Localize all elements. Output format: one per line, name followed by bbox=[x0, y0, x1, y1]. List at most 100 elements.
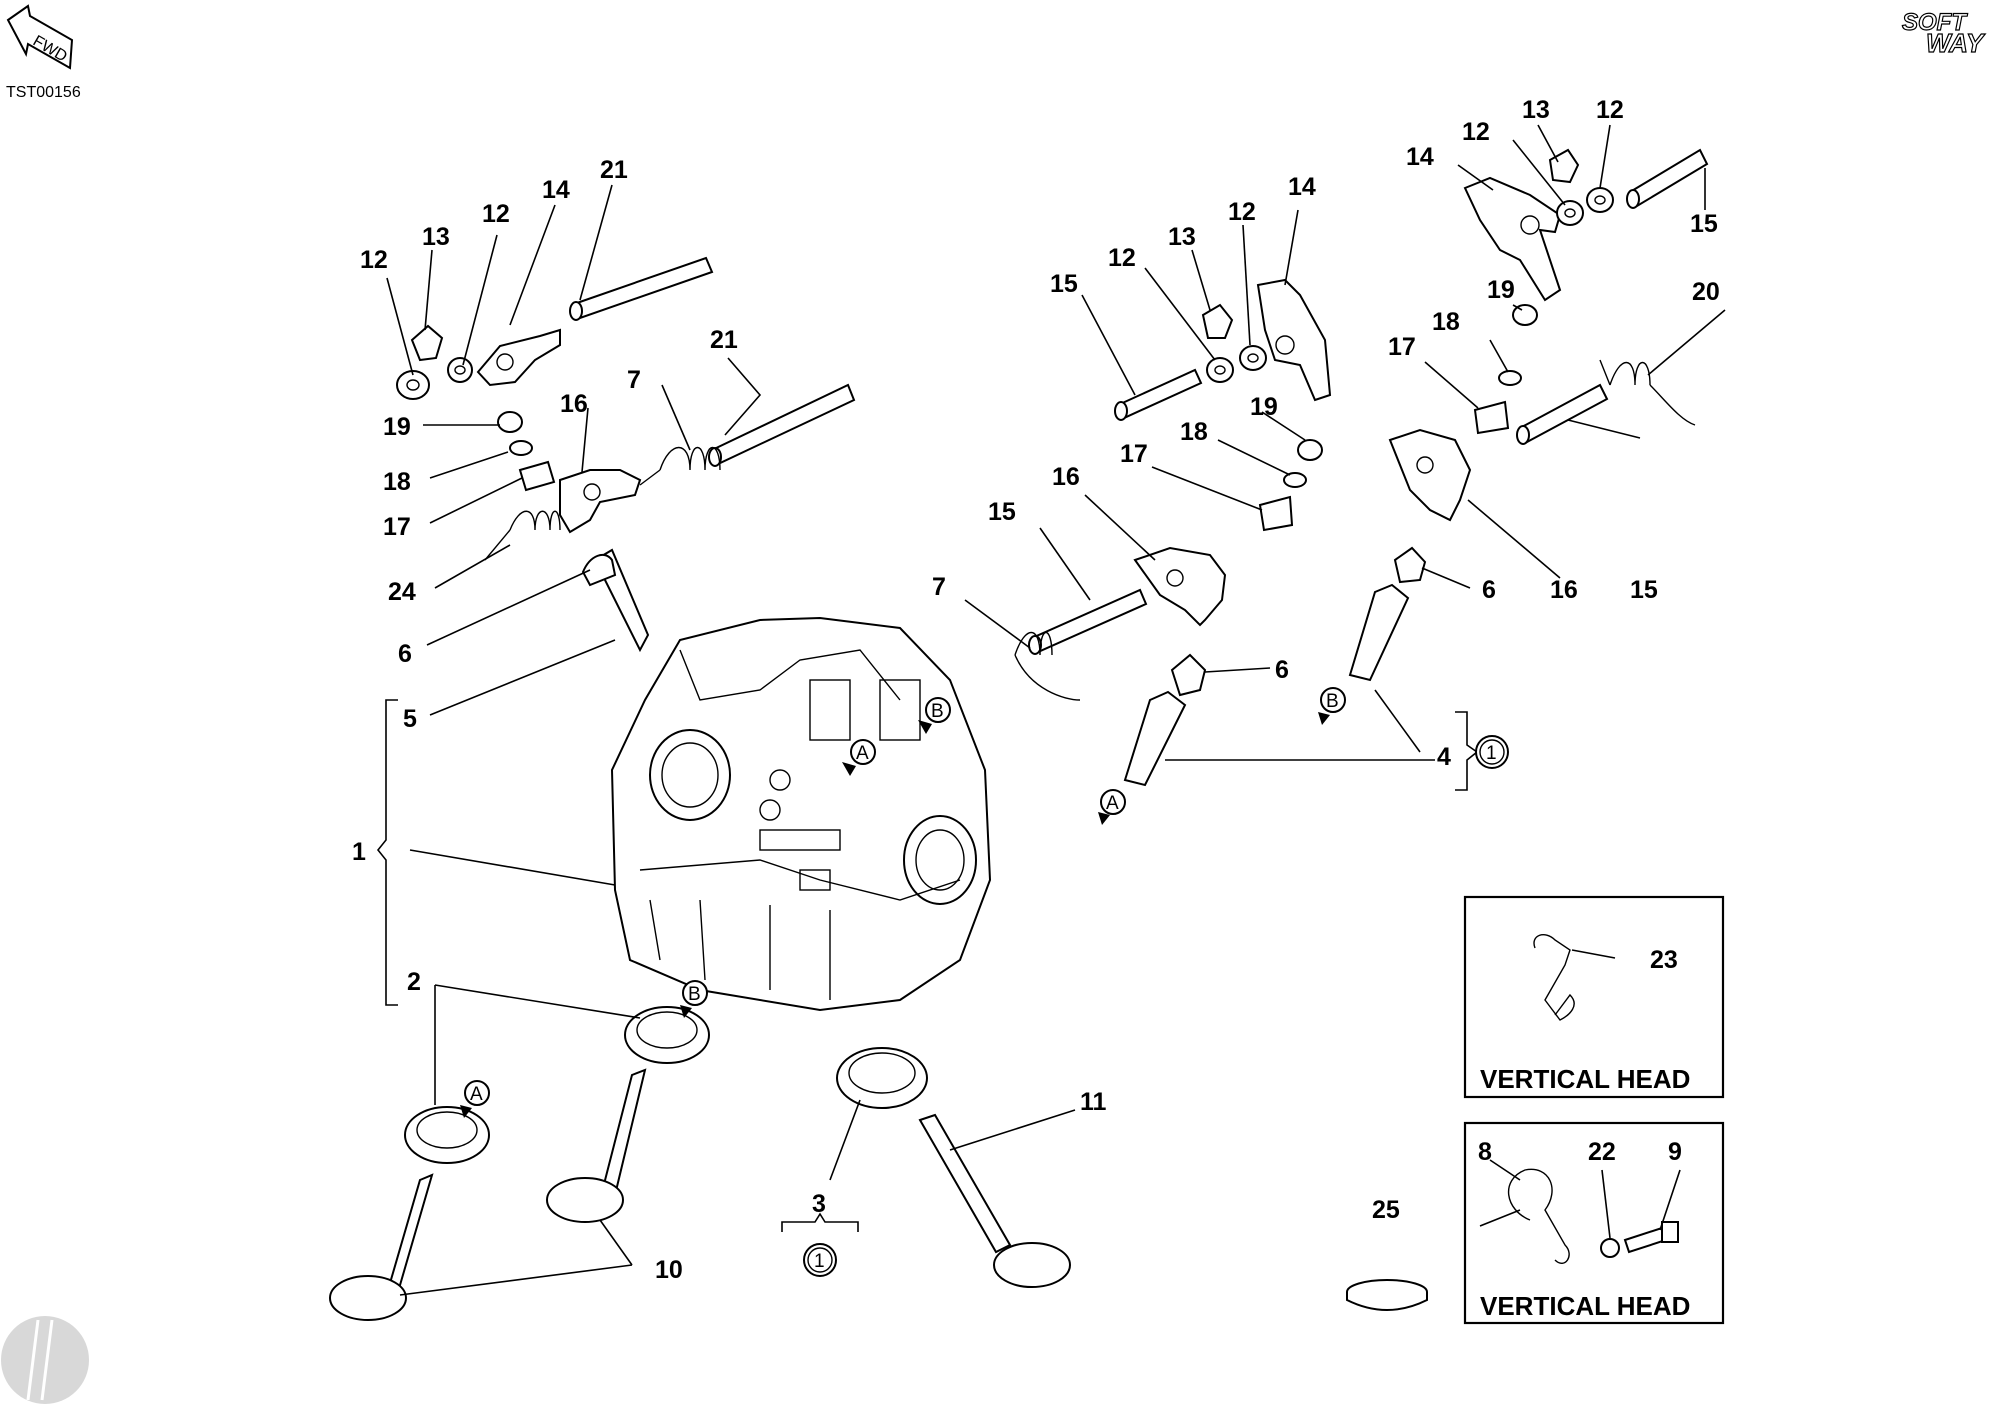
callout-13-right: 13 bbox=[1522, 96, 1550, 124]
callout-16-right: 16 bbox=[1550, 576, 1578, 604]
left-rocker-upper bbox=[476, 328, 561, 387]
mid-ring-18 bbox=[1283, 472, 1307, 488]
callout-12-mid-a: 12 bbox=[1108, 244, 1136, 272]
detail-box-lower: VERTICAL HEAD bbox=[1463, 1121, 1725, 1325]
callout-8: 8 bbox=[1478, 1138, 1492, 1166]
detail-box-upper-label: VERTICAL HEAD bbox=[1480, 1064, 1690, 1094]
mid-shaft-15 bbox=[1114, 368, 1203, 421]
callout-17-left: 17 bbox=[383, 513, 411, 541]
valve-11 bbox=[918, 1113, 1071, 1288]
right-collet-19 bbox=[1512, 304, 1538, 326]
group-ref-3: 1 bbox=[803, 1243, 837, 1277]
leader-lines bbox=[386, 124, 1726, 1296]
hatched-disc-icon bbox=[1, 1316, 89, 1404]
detail-box-lower-label: VERTICAL HEAD bbox=[1480, 1291, 1690, 1321]
left-collet-19 bbox=[497, 411, 523, 433]
callout-25: 25 bbox=[1372, 1196, 1400, 1224]
callout-12-right-a: 12 bbox=[1462, 118, 1490, 146]
callout-11: 11 bbox=[1080, 1088, 1107, 1116]
mid-rocker-14 bbox=[1256, 278, 1332, 402]
right-spring-20 bbox=[1599, 359, 1696, 426]
callout-4: 4 bbox=[1437, 743, 1451, 771]
logo-line-way: WAY bbox=[1926, 28, 1986, 58]
ref-mark-a-seat: A bbox=[460, 1080, 490, 1118]
callout-16-mid: 16 bbox=[1052, 463, 1080, 491]
mid-bush-13 bbox=[1201, 303, 1234, 339]
mid-seal-6 bbox=[1170, 653, 1207, 697]
callout-12-right-b: 12 bbox=[1596, 96, 1624, 124]
callout-14-right: 14 bbox=[1406, 143, 1434, 171]
callout-19-right: 19 bbox=[1487, 276, 1515, 304]
ref-mark-a-mid: A bbox=[1098, 789, 1126, 825]
right-ring-18 bbox=[1498, 370, 1522, 386]
callout-22: 22 bbox=[1588, 1138, 1616, 1166]
ref-mark-b: B bbox=[918, 697, 951, 734]
right-cap-17 bbox=[1473, 400, 1510, 435]
left-shim-12a bbox=[396, 370, 430, 400]
detail-box-upper: VERTICAL HEAD bbox=[1463, 895, 1725, 1099]
bracket-group-3 bbox=[781, 1212, 859, 1232]
callouts: 1 5 2 10 3 11 25 4 23 8 22 9 12 13 12 14… bbox=[352, 96, 1720, 1284]
fwd-arrow-icon: FWD bbox=[6, 4, 74, 70]
mid-spring-7 bbox=[1014, 632, 1081, 701]
callout-3: 3 bbox=[812, 1190, 826, 1218]
svg-text:A: A bbox=[856, 743, 869, 764]
bracket-group-1 bbox=[376, 699, 398, 1006]
callout-21-upper: 21 bbox=[600, 156, 628, 184]
svg-text:B: B bbox=[688, 984, 701, 1005]
svg-text:A: A bbox=[1106, 793, 1119, 814]
valve-seat-3 bbox=[836, 1047, 928, 1109]
mid-shaft-15b bbox=[1028, 588, 1148, 655]
callout-6-right: 6 bbox=[1482, 576, 1496, 604]
callout-12-mid-b: 12 bbox=[1228, 198, 1256, 226]
callout-9: 9 bbox=[1668, 1138, 1682, 1166]
callout-16-left: 16 bbox=[560, 390, 588, 418]
right-shim-12a bbox=[1556, 200, 1584, 226]
svg-text:B: B bbox=[931, 701, 944, 722]
valve-10-right bbox=[546, 1068, 647, 1223]
callout-20-right: 20 bbox=[1692, 278, 1720, 306]
callout-13-mid: 13 bbox=[1168, 223, 1196, 251]
ref-mark-a: A bbox=[842, 739, 876, 776]
softway-logo: SOFT WAY bbox=[1901, 8, 1986, 58]
left-shaft-upper bbox=[569, 256, 714, 321]
left-ring-18 bbox=[509, 440, 533, 456]
svg-text:B: B bbox=[1326, 691, 1339, 712]
callout-7-mid: 7 bbox=[932, 573, 946, 601]
right-rocker-16 bbox=[1388, 428, 1472, 522]
left-cap-17 bbox=[518, 460, 556, 492]
cylinder-head bbox=[610, 616, 992, 1012]
callout-14-left: 14 bbox=[542, 176, 570, 204]
callout-13-left: 13 bbox=[422, 223, 450, 251]
left-shaft-lower bbox=[708, 383, 856, 467]
valve-seat-a bbox=[404, 1106, 490, 1164]
right-valve-guide bbox=[1348, 583, 1410, 682]
valve-seat-b bbox=[624, 1006, 710, 1064]
callout-15-mid-b: 15 bbox=[988, 498, 1016, 526]
callout-15-mid: 15 bbox=[1050, 270, 1078, 298]
left-spring-24 bbox=[484, 510, 561, 561]
svg-text:1: 1 bbox=[814, 1251, 825, 1272]
mid-collet-19 bbox=[1297, 439, 1323, 461]
svg-text:A: A bbox=[470, 1084, 483, 1105]
callout-10: 10 bbox=[655, 1256, 683, 1284]
left-bush-13 bbox=[410, 324, 444, 362]
callout-1: 1 bbox=[352, 838, 366, 866]
callout-17-right: 17 bbox=[1388, 333, 1416, 361]
callout-18-right: 18 bbox=[1432, 308, 1460, 336]
callout-15-right-b: 15 bbox=[1630, 576, 1658, 604]
left-spring-7 bbox=[639, 446, 721, 486]
callout-6-mid: 6 bbox=[1275, 656, 1289, 684]
mid-shim-12b bbox=[1239, 345, 1267, 371]
valve-10-left bbox=[329, 1173, 434, 1321]
left-shim-12b bbox=[447, 357, 473, 383]
left-rocker-lower bbox=[559, 469, 642, 534]
callout-7-left: 7 bbox=[627, 366, 641, 394]
left-valve-guide bbox=[581, 548, 650, 653]
drawing-code: TST00156 bbox=[6, 84, 81, 101]
ref-mark-b-seat: B bbox=[680, 980, 708, 1018]
callout-19-mid: 19 bbox=[1250, 393, 1278, 421]
mid-rocker-16 bbox=[1133, 546, 1227, 627]
callout-23: 23 bbox=[1650, 946, 1678, 974]
